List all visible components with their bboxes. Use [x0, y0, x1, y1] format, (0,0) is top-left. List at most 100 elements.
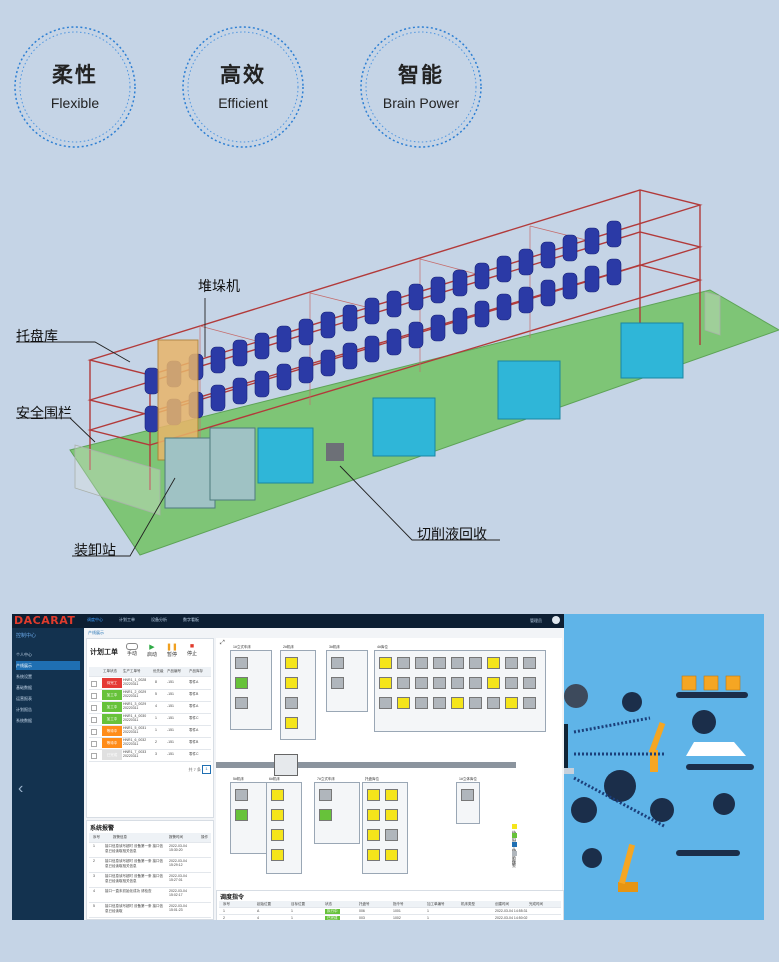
- pallet-slot[interactable]: [451, 697, 464, 709]
- start-button[interactable]: ▶ 启动: [143, 643, 161, 658]
- sidebar-item-settings[interactable]: 系统设置: [16, 674, 32, 679]
- pallet-slot[interactable]: [397, 657, 410, 669]
- pallet-slot[interactable]: [487, 677, 500, 689]
- pallet-slot[interactable]: [285, 677, 298, 689]
- tab-dashboard[interactable]: 数字看板: [183, 617, 199, 622]
- pallet-slot[interactable]: [397, 677, 410, 689]
- pallet-slot[interactable]: [285, 717, 298, 729]
- pallet-slot[interactable]: [505, 657, 518, 669]
- pallet-slot[interactable]: [367, 809, 380, 821]
- row-checkbox[interactable]: [91, 753, 97, 759]
- avatar[interactable]: [552, 616, 560, 624]
- sidebar-item-basic-data[interactable]: 基础数据: [16, 685, 32, 690]
- sidebar-item-personal[interactable]: 个人中心: [16, 652, 32, 657]
- pallet-slot[interactable]: [235, 677, 248, 689]
- pause-button[interactable]: ❚❚ 暂停: [163, 643, 181, 658]
- pallet-slot[interactable]: [487, 657, 500, 669]
- collapse-chevron-icon[interactable]: ‹: [18, 780, 24, 797]
- tab-analysis[interactable]: 设备分析: [151, 617, 167, 622]
- pallet-slot[interactable]: [367, 829, 380, 841]
- pallet-slot[interactable]: [487, 697, 500, 709]
- expand-icon[interactable]: ⤢: [220, 640, 225, 646]
- pallet-slot[interactable]: [433, 677, 446, 689]
- pallet-slot[interactable]: [505, 677, 518, 689]
- row-checkbox[interactable]: [91, 681, 97, 687]
- pallet-slot[interactable]: [451, 657, 464, 669]
- pallet-slot[interactable]: [469, 657, 482, 669]
- stop-button[interactable]: ■ 停止: [183, 643, 201, 657]
- row-checkbox[interactable]: [91, 717, 97, 723]
- pallet-slot[interactable]: [505, 697, 518, 709]
- manual-toggle[interactable]: 手动: [123, 643, 141, 657]
- pallet-slot[interactable]: [379, 677, 392, 689]
- machine-rack[interactable]: 5#机床: [230, 777, 268, 854]
- pallet-slot[interactable]: [319, 809, 332, 821]
- machine-rack[interactable]: 2#机床: [280, 645, 316, 740]
- pallet-slot[interactable]: [235, 809, 248, 821]
- pallet-slot[interactable]: [319, 789, 332, 801]
- pallet-slot[interactable]: [235, 789, 248, 801]
- pallet-slot[interactable]: [285, 697, 298, 709]
- machine-rack[interactable]: 1#立式车床: [230, 645, 272, 730]
- pallet-slot[interactable]: [367, 789, 380, 801]
- pallet-slot[interactable]: [433, 657, 446, 669]
- pallet-slot[interactable]: [415, 657, 428, 669]
- pallet-slot[interactable]: [271, 829, 284, 841]
- pallet-slot[interactable]: [433, 697, 446, 709]
- machine-rack[interactable]: 6#机床: [266, 777, 302, 874]
- machine-rack[interactable]: 1#立体库位: [456, 777, 480, 824]
- pallet-slot[interactable]: [415, 697, 428, 709]
- pallet-slot[interactable]: [523, 677, 536, 689]
- pallet-slot[interactable]: [235, 697, 248, 709]
- pallet-slot[interactable]: [285, 657, 298, 669]
- machine-rack[interactable]: 4#库位: [374, 645, 546, 732]
- rail-vehicle[interactable]: [274, 754, 298, 776]
- row-checkbox[interactable]: [91, 693, 97, 699]
- pallet-slot[interactable]: [385, 789, 398, 801]
- pallet-slot[interactable]: [523, 657, 536, 669]
- pallet-slot[interactable]: [385, 829, 398, 841]
- pallet-slot[interactable]: [385, 809, 398, 821]
- sidebar-item-line-display[interactable]: 产线展示: [16, 661, 80, 670]
- row-checkbox[interactable]: [91, 705, 97, 711]
- pallet-slot[interactable]: [331, 677, 344, 689]
- row-checkbox[interactable]: [91, 741, 97, 747]
- pallet-slot[interactable]: [451, 677, 464, 689]
- row-checkbox[interactable]: [91, 729, 97, 735]
- machine-rack[interactable]: 3#机床: [326, 645, 368, 712]
- sidebar-item-system-data[interactable]: 系统数据: [16, 718, 32, 723]
- user-name[interactable]: 管理员: [530, 618, 542, 623]
- pallet-slot[interactable]: [367, 849, 380, 861]
- tab-dispatch[interactable]: 调度中心: [87, 617, 103, 622]
- pallet-slot[interactable]: [379, 657, 392, 669]
- pallet-slot[interactable]: [469, 697, 482, 709]
- sidebar-item-plan-report[interactable]: 计划报告: [16, 707, 32, 712]
- sidebar-item-reports[interactable]: 运营报表: [16, 696, 32, 701]
- page-1-button[interactable]: 1: [202, 765, 211, 774]
- pallet-slot[interactable]: [397, 697, 410, 709]
- machine-rack[interactable]: 托盘库位: [362, 777, 408, 874]
- tab-plan[interactable]: 计划工单: [119, 617, 135, 622]
- pallet-slot[interactable]: [235, 657, 248, 669]
- pallet-slot[interactable]: [331, 657, 344, 669]
- pallet-slot[interactable]: [415, 677, 428, 689]
- pallet-slot[interactable]: [469, 677, 482, 689]
- machine-rack[interactable]: 7#立式车床: [314, 777, 360, 844]
- pallet-slot[interactable]: [461, 789, 474, 801]
- pallet-slot[interactable]: [271, 849, 284, 861]
- pallet-slot[interactable]: [379, 697, 392, 709]
